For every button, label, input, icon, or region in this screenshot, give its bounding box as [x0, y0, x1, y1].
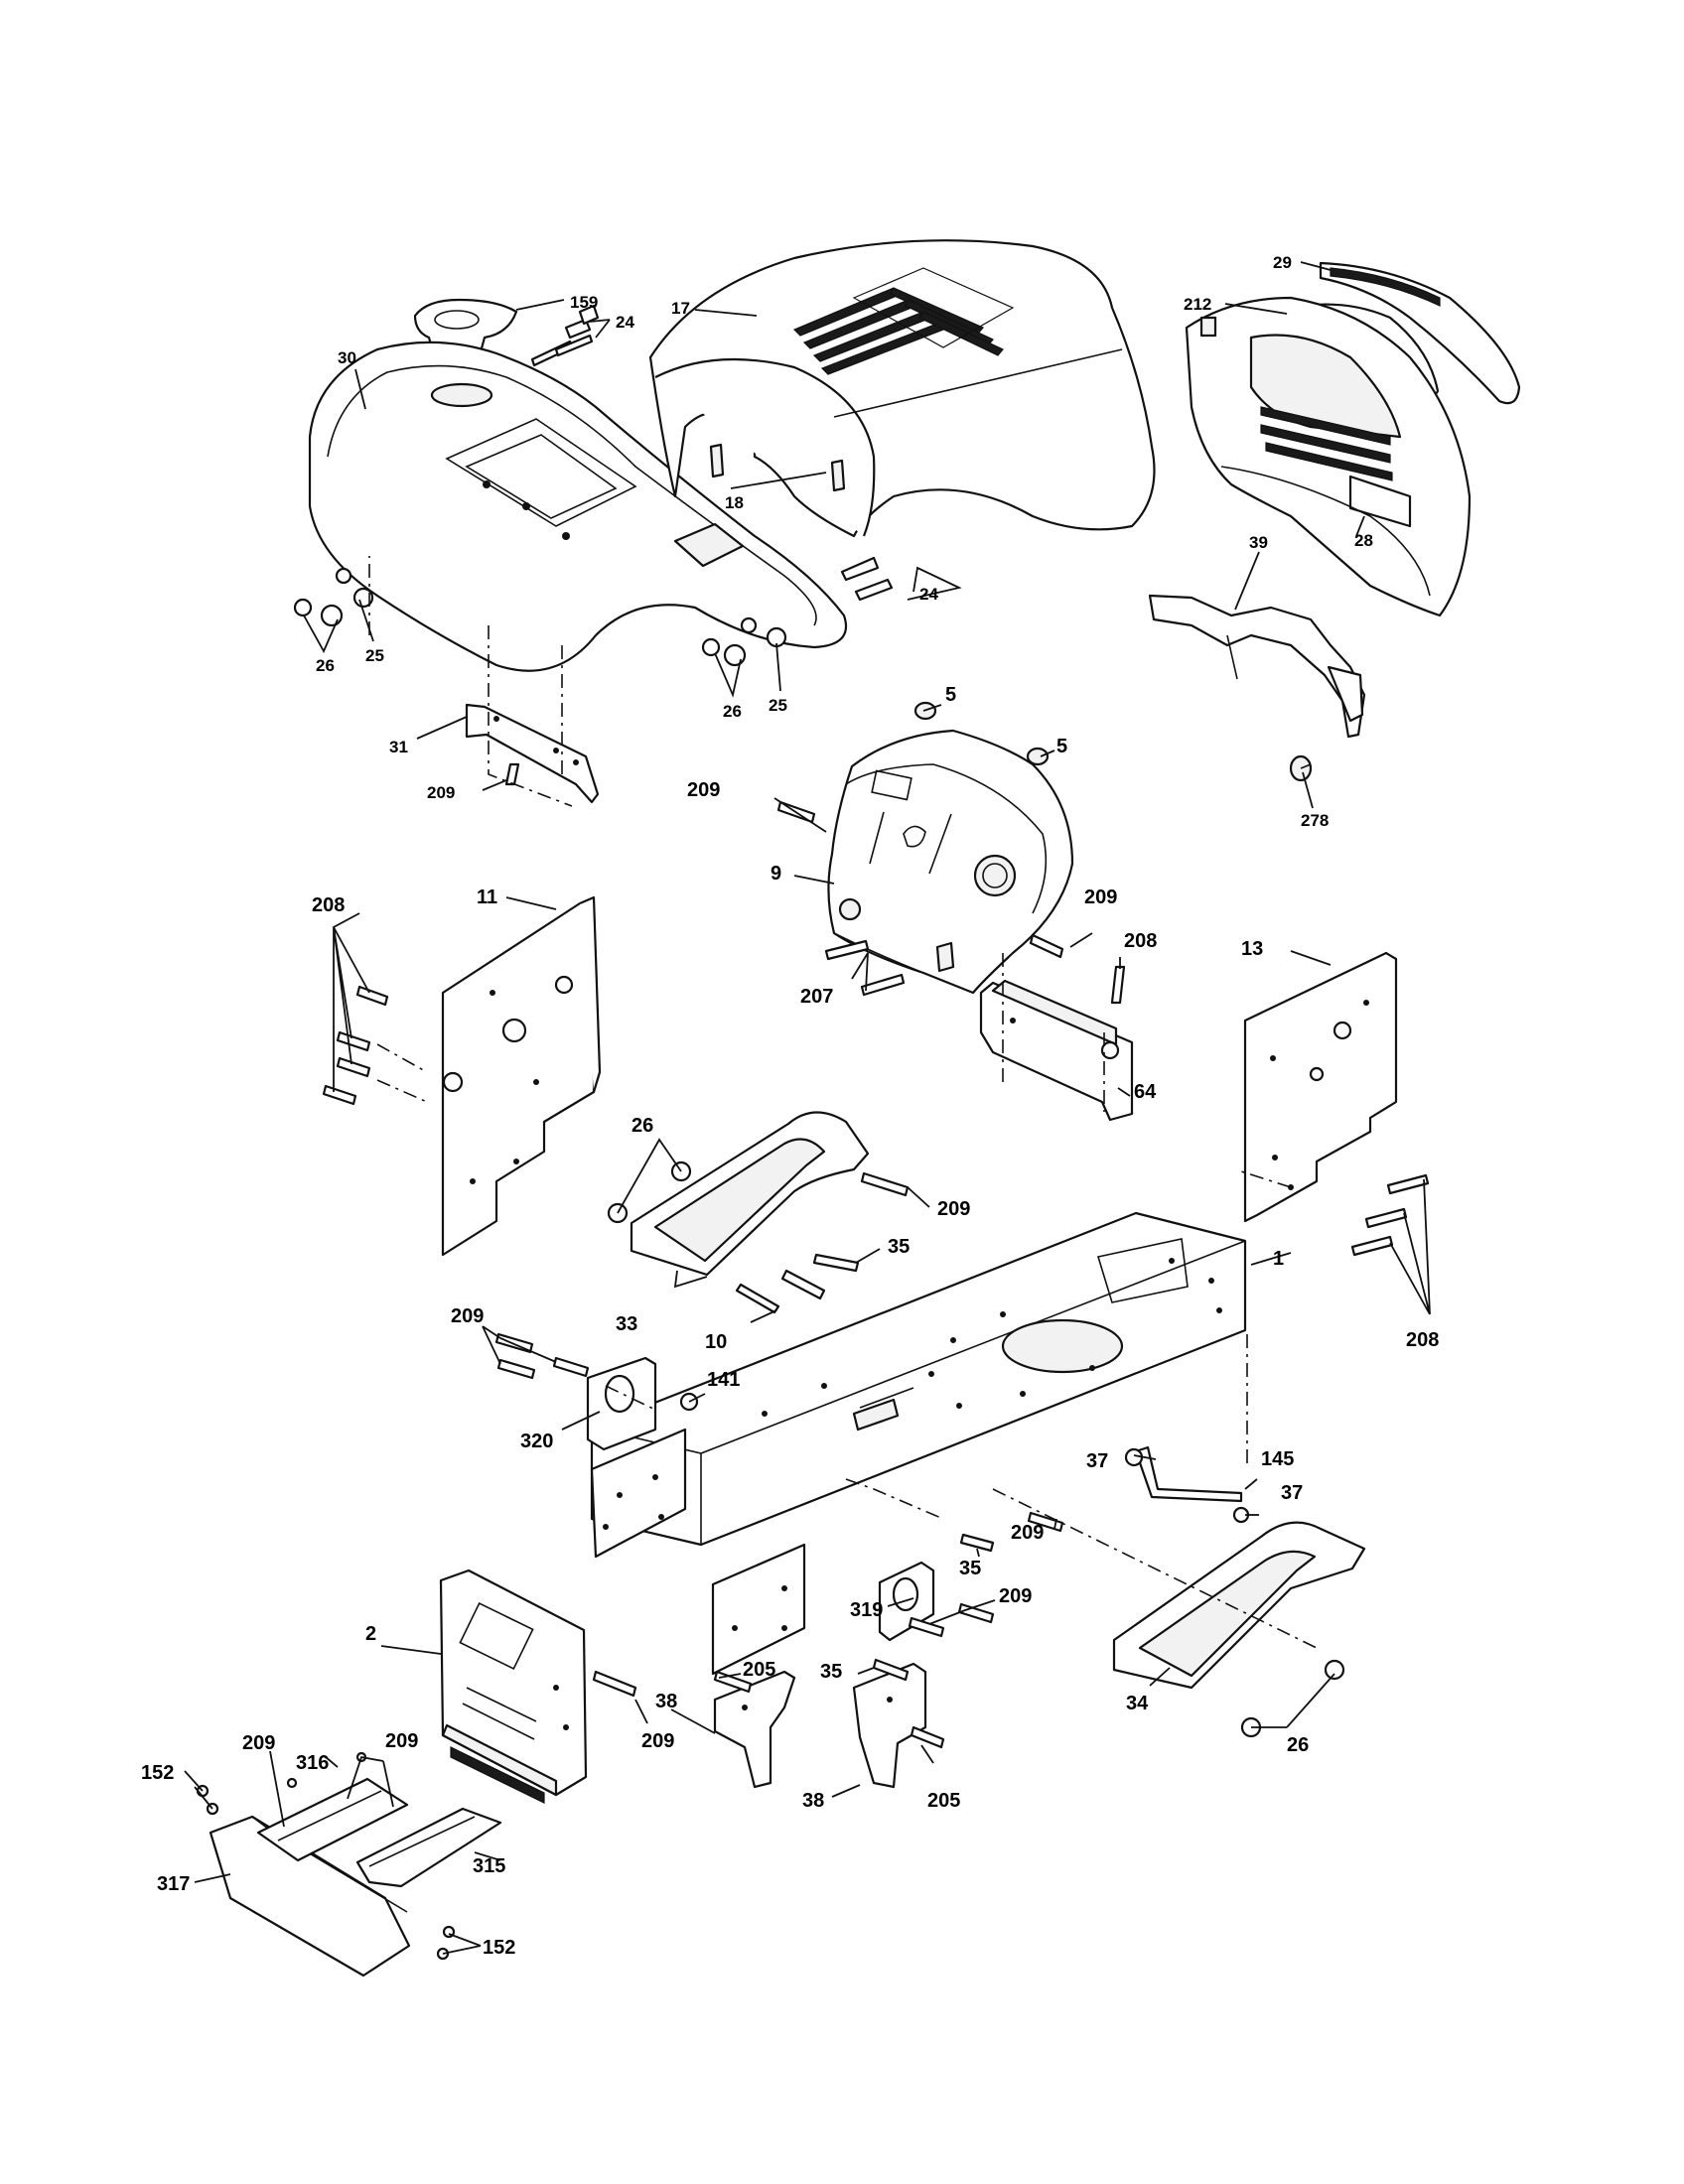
- part-24-bolts-lower: [840, 556, 894, 602]
- part-1-main-frame: [590, 1211, 1247, 1547]
- callout-152-upper: 152: [141, 1762, 174, 1784]
- callout-34: 34: [1126, 1693, 1149, 1714]
- callout-205-left: 205: [743, 1659, 775, 1681]
- callout-317: 317: [157, 1873, 190, 1895]
- alignment-lines: [368, 556, 1322, 1651]
- callout-212: 212: [1184, 295, 1211, 314]
- callout-2: 2: [365, 1623, 376, 1645]
- callout-25-mid: 25: [769, 696, 787, 715]
- part-30-fender: [308, 341, 847, 672]
- part-209-35-10-bolts: [494, 762, 1126, 1749]
- callout-278: 278: [1301, 811, 1329, 830]
- callout-5-upper: 5: [945, 684, 956, 706]
- callout-33: 33: [616, 1313, 637, 1335]
- callout-209-deflector-right: 209: [385, 1730, 418, 1752]
- callout-209-frame-left: 209: [451, 1305, 484, 1327]
- part-39-bracket: [1148, 594, 1366, 739]
- callout-209-dash: 209: [687, 779, 720, 801]
- callout-31: 31: [389, 738, 408, 756]
- callout-209-frame-mid: 209: [1011, 1522, 1044, 1544]
- part-315-deflector: [355, 1807, 502, 1888]
- frame-side-plate-lower: [711, 1543, 806, 1676]
- callout-17: 17: [671, 299, 690, 318]
- part-208-bolts-left: [322, 985, 389, 1106]
- callout-11: 11: [477, 887, 497, 908]
- part-33-footrest-left: [630, 1111, 870, 1277]
- callout-1: 1: [1273, 1248, 1284, 1270]
- callout-208-left: 208: [312, 894, 345, 916]
- callout-208-mid: 208: [1124, 930, 1157, 952]
- part-31-bracket: [465, 703, 600, 804]
- part-28-grille: [1185, 296, 1472, 617]
- callout-141: 141: [707, 1369, 740, 1391]
- callout-319: 319: [850, 1599, 883, 1621]
- callout-38-left: 38: [655, 1691, 677, 1712]
- part-316-plate: [256, 1777, 409, 1862]
- part-11-side-panel-left: [441, 895, 602, 1257]
- part-18-pads: [709, 443, 846, 492]
- callout-13: 13: [1241, 938, 1263, 960]
- callout-64: 64: [1134, 1081, 1157, 1103]
- callout-209-dash-right: 209: [1084, 887, 1117, 908]
- callouts: 159 30 24 17 18 29 212 28 24 26 25 26 25…: [141, 253, 1439, 1959]
- callout-29: 29: [1273, 253, 1292, 272]
- hood-grille: [792, 267, 1015, 375]
- part-208-bolts-right: [1350, 1173, 1430, 1257]
- callout-159: 159: [570, 293, 598, 312]
- part-29-trim: [1319, 261, 1521, 405]
- callout-28: 28: [1354, 531, 1373, 550]
- part-38-bracket-right: [852, 1662, 927, 1789]
- callout-35-lower: 35: [820, 1661, 842, 1683]
- callout-26-right: 26: [1287, 1734, 1309, 1756]
- callout-26-left: 26: [316, 656, 335, 675]
- callout-205-right: 205: [927, 1790, 960, 1812]
- leader-lines: [184, 261, 1431, 1955]
- part-320-bracket: [586, 1356, 657, 1451]
- callout-207: 207: [800, 986, 833, 1008]
- callout-145: 145: [1261, 1448, 1294, 1470]
- callout-37-lower: 37: [1281, 1482, 1303, 1504]
- callout-25-left: 25: [365, 646, 384, 665]
- callout-320: 320: [520, 1431, 553, 1452]
- callout-39: 39: [1249, 533, 1268, 552]
- callout-30: 30: [338, 348, 356, 367]
- frame-side-plate-left: [590, 1428, 687, 1559]
- callout-26-mid: 26: [723, 702, 742, 721]
- part-38-bracket-left: [713, 1670, 796, 1789]
- callout-35-footrest: 35: [888, 1236, 910, 1258]
- callout-26-footrest: 26: [632, 1115, 653, 1137]
- part-207-bolts: [824, 939, 906, 997]
- callout-35-frame: 35: [959, 1558, 981, 1579]
- callout-18: 18: [725, 493, 744, 512]
- callout-37-upper: 37: [1086, 1450, 1108, 1472]
- callout-152-lower: 152: [483, 1937, 515, 1959]
- callout-24-lower: 24: [919, 585, 938, 604]
- part-145-rod: [1134, 1445, 1243, 1503]
- callout-209-bracket: 209: [427, 783, 455, 802]
- callout-24-upper: 24: [616, 313, 634, 332]
- part-17-hood: [648, 239, 1156, 538]
- callout-5-lower: 5: [1056, 736, 1067, 757]
- callout-208-right: 208: [1406, 1329, 1439, 1351]
- part-26-nuts-right: [1240, 1659, 1345, 1738]
- callout-316: 316: [296, 1752, 329, 1774]
- callout-209-panel: 209: [641, 1730, 674, 1752]
- part-24-bolts-upper: [530, 304, 600, 367]
- callout-10: 10: [705, 1331, 727, 1353]
- callout-209-deflector-left: 209: [242, 1732, 275, 1754]
- part-278-fastener: [1289, 754, 1313, 782]
- part-34-footrest-right: [1112, 1521, 1366, 1690]
- part-2-rear-panel: [439, 1569, 588, 1804]
- callout-209-frame-right: 209: [999, 1585, 1032, 1607]
- callout-315: 315: [473, 1855, 505, 1877]
- callout-9: 9: [771, 863, 781, 885]
- callout-38-right: 38: [802, 1790, 824, 1812]
- part-64-bracket: [979, 979, 1134, 1122]
- part-13-side-panel-right: [1243, 951, 1398, 1223]
- callout-209-footrest: 209: [937, 1198, 970, 1220]
- part-9-dash-panel: [827, 729, 1074, 995]
